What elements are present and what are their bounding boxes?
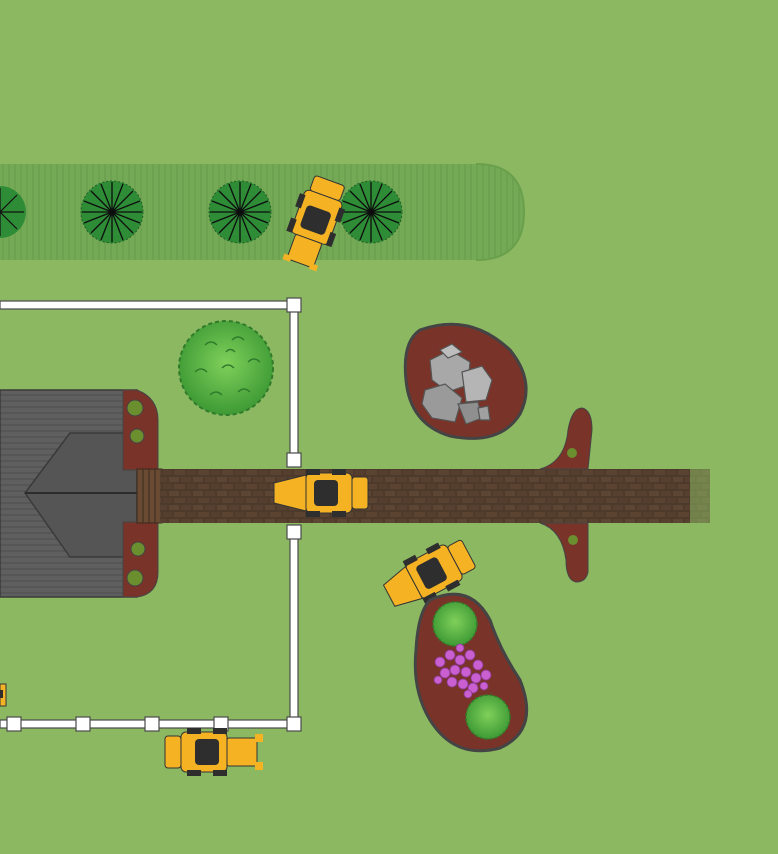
tree-2 <box>80 180 144 244</box>
tree-3 <box>208 180 272 244</box>
tree-4 <box>339 180 403 244</box>
house-planting-bed-bottom <box>122 521 159 598</box>
skid-steer-loader-walkway <box>273 469 369 517</box>
house-planting-bed-top <box>122 389 159 471</box>
tree-shaped-bed <box>539 407 593 583</box>
skid-steer-loader-bottom <box>164 728 263 776</box>
skid-steer-loader-top <box>282 175 346 272</box>
skid-steer-loader-right <box>382 539 476 607</box>
flower-cluster <box>433 643 492 699</box>
shrub-bed <box>413 592 529 753</box>
fence <box>0 297 302 732</box>
tree-1 <box>0 186 26 238</box>
house-roof <box>0 389 138 598</box>
skid-steer-loader-edge <box>0 683 7 707</box>
rock-bed <box>403 322 528 440</box>
walkway <box>136 468 710 524</box>
shrub-large <box>178 320 274 416</box>
